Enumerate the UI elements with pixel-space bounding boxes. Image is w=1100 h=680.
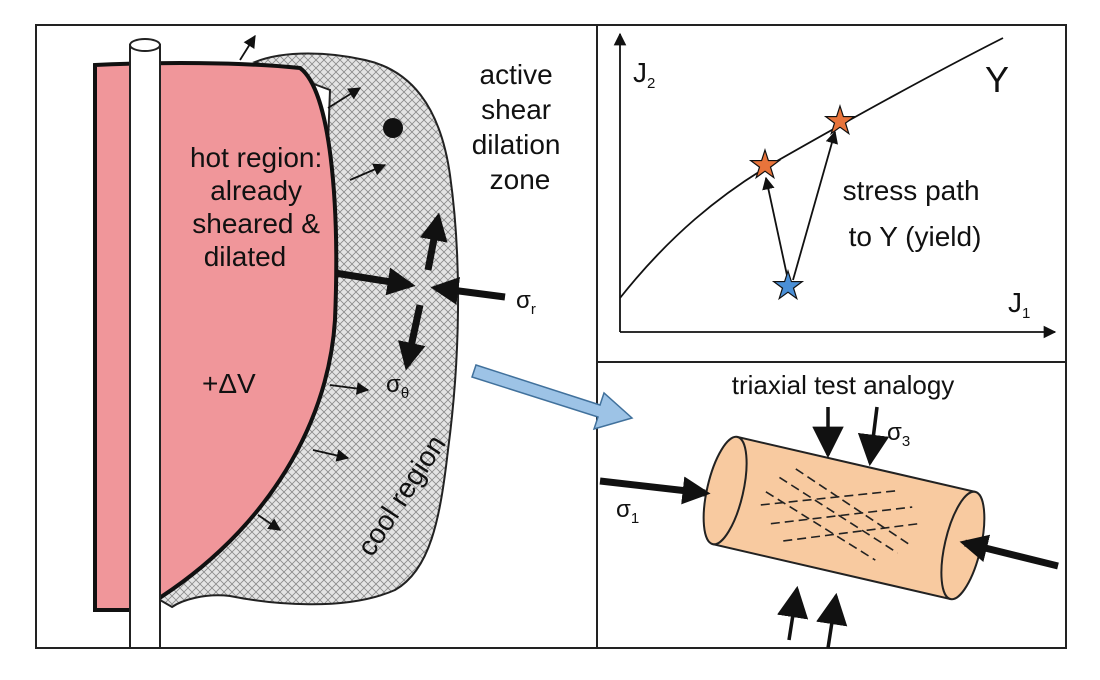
yield-curve-label: Y [985, 59, 1009, 100]
sigma-r-label: σr [516, 287, 536, 318]
specimen-cylinder [702, 435, 986, 601]
yield-plot-panel: J2 J1 Y stress path to Y (yield) [613, 32, 1057, 339]
yield-curve [619, 37, 1004, 299]
stress-path-arrows [762, 130, 838, 281]
sigma-theta-label: σθ [386, 371, 409, 402]
active-zone-label: active shear dilation zone [472, 59, 569, 195]
yield-star-left [748, 148, 782, 180]
active-zone-dot [383, 118, 403, 138]
hot-region-label: hot region: already sheared & dilated [190, 142, 330, 272]
outer-frame [35, 24, 1067, 649]
x-axis-label: J1 [1008, 287, 1030, 322]
wellbore-pipe [129, 44, 161, 649]
sigma3-label: σ3 [887, 419, 910, 450]
yield-star-right [823, 104, 857, 136]
volume-change-label: +ΔV [202, 368, 256, 399]
front-advance-arrows [239, 34, 387, 531]
cool-region-shape [158, 52, 460, 609]
wellbore-pipe-top [129, 38, 161, 52]
left-panel: hot region: already sheared & dilated +Δ… [93, 34, 569, 649]
sigma1-arrows [599, 476, 1059, 570]
sigma3-arrows [777, 406, 890, 649]
stress-state-arrows [334, 212, 506, 371]
triaxial-title: triaxial test analogy [732, 370, 955, 400]
y-axis-label: J2 [633, 57, 655, 92]
shear-fracture-lines [760, 468, 921, 561]
sigma1-label: σ1 [616, 496, 639, 527]
initial-stress-star [771, 269, 805, 301]
triaxial-panel: triaxial test analogy σ1 [599, 370, 1059, 649]
stress-path-label: stress path to Y (yield) [843, 175, 988, 252]
transfer-arrow [471, 364, 634, 431]
